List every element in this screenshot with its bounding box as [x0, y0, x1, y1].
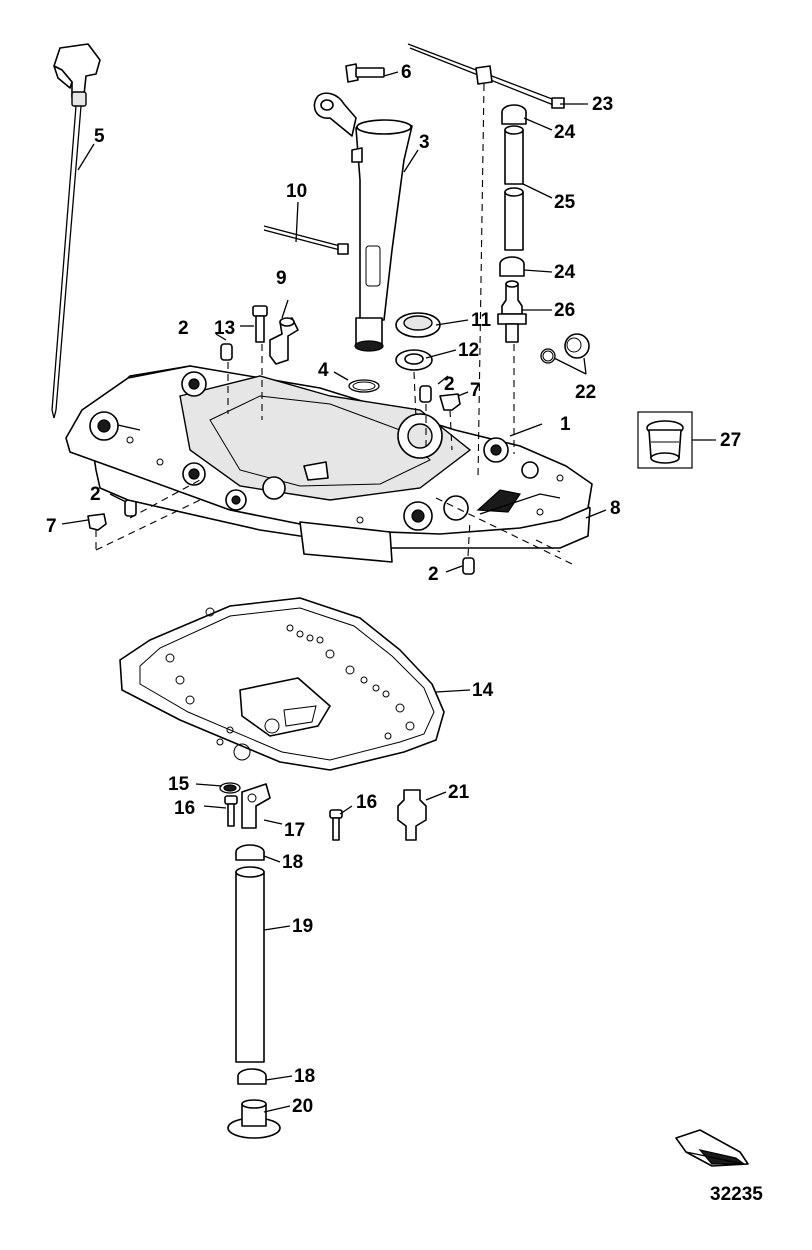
fitting-21 — [397, 789, 427, 841]
bolt-6 — [345, 63, 385, 83]
water-tube-seal-17 — [241, 783, 271, 829]
hose-25 — [504, 125, 524, 251]
clamp-18-bottom — [237, 1068, 267, 1085]
callout-4: 4 — [318, 360, 329, 381]
callout-2-bottom: 2 — [428, 564, 439, 585]
elbow-fitting-9 — [269, 317, 299, 365]
callout-labels: 5 6 3 10 23 24 25 24 26 9 2 13 11 12 4 2… — [46, 62, 741, 1117]
callout-11: 11 — [471, 310, 492, 331]
cable-tie-23 — [407, 43, 565, 109]
cable-tie-10 — [263, 225, 349, 255]
callout-22: 22 — [575, 382, 596, 403]
hose-clamp-24-top — [501, 104, 527, 125]
callout-3: 3 — [419, 132, 430, 153]
callout-7-left: 7 — [46, 516, 57, 537]
callout-16-right: 16 — [356, 792, 377, 813]
callout-15: 15 — [168, 774, 190, 795]
dipstick — [51, 43, 101, 419]
callout-14: 14 — [472, 680, 494, 701]
callout-2-top-left: 2 — [178, 318, 189, 339]
callout-16-left: 16 — [174, 798, 195, 819]
dowel-pin-2-a — [220, 343, 233, 361]
bolt-13 — [252, 305, 268, 343]
callout-12: 12 — [458, 340, 479, 361]
plug-7-a — [439, 393, 461, 411]
o-ring-4 — [348, 379, 380, 393]
leader-lines — [61, 71, 716, 1113]
callout-8: 8 — [610, 498, 621, 519]
callout-26: 26 — [554, 300, 575, 321]
oil-fill-tube — [313, 92, 413, 352]
adaptor-plate-1 — [65, 365, 593, 563]
o-ring-15 — [219, 782, 241, 794]
seal-11 — [395, 312, 441, 338]
dowel-pin-2-b — [419, 385, 432, 403]
callout-27: 27 — [720, 430, 741, 451]
outboard-location-icon — [675, 1129, 749, 1167]
figure-number: 32235 — [710, 1184, 763, 1205]
callout-18-bottom: 18 — [294, 1066, 315, 1087]
callout-24-bottom: 24 — [554, 262, 576, 283]
callout-20: 20 — [292, 1096, 313, 1117]
grommet-20 — [227, 1099, 281, 1139]
alignment-lines — [95, 83, 573, 565]
grommet-12 — [395, 349, 433, 371]
callout-23: 23 — [592, 94, 613, 115]
callout-21: 21 — [448, 782, 470, 803]
hose-clamp-24-bottom — [499, 256, 525, 277]
dowel-pin-2-d — [462, 557, 475, 575]
dowel-pin-2-c — [124, 499, 137, 517]
callout-7-center: 7 — [470, 380, 481, 401]
callout-10: 10 — [286, 181, 307, 202]
callout-9: 9 — [276, 268, 287, 289]
plug-27-inset — [637, 411, 693, 469]
callout-6: 6 — [401, 62, 412, 83]
callout-13: 13 — [214, 318, 235, 339]
callout-24-top: 24 — [554, 122, 576, 143]
callout-2-left: 2 — [90, 484, 101, 505]
callout-5: 5 — [94, 126, 105, 147]
clamp-18-top — [235, 844, 265, 861]
callout-25: 25 — [554, 192, 576, 213]
callout-19: 19 — [292, 916, 313, 937]
callout-17: 17 — [284, 820, 305, 841]
callout-2-center: 2 — [444, 374, 455, 395]
plug-7-b — [87, 513, 107, 531]
water-tube-19 — [235, 866, 265, 1063]
gasket-14 — [119, 597, 445, 771]
hose-fitting-26 — [497, 280, 527, 343]
bolt-16-left — [224, 795, 238, 827]
callout-18-top: 18 — [282, 852, 303, 873]
callout-1: 1 — [560, 414, 571, 435]
plug-22 — [540, 333, 590, 364]
bolt-16-right — [329, 809, 343, 841]
